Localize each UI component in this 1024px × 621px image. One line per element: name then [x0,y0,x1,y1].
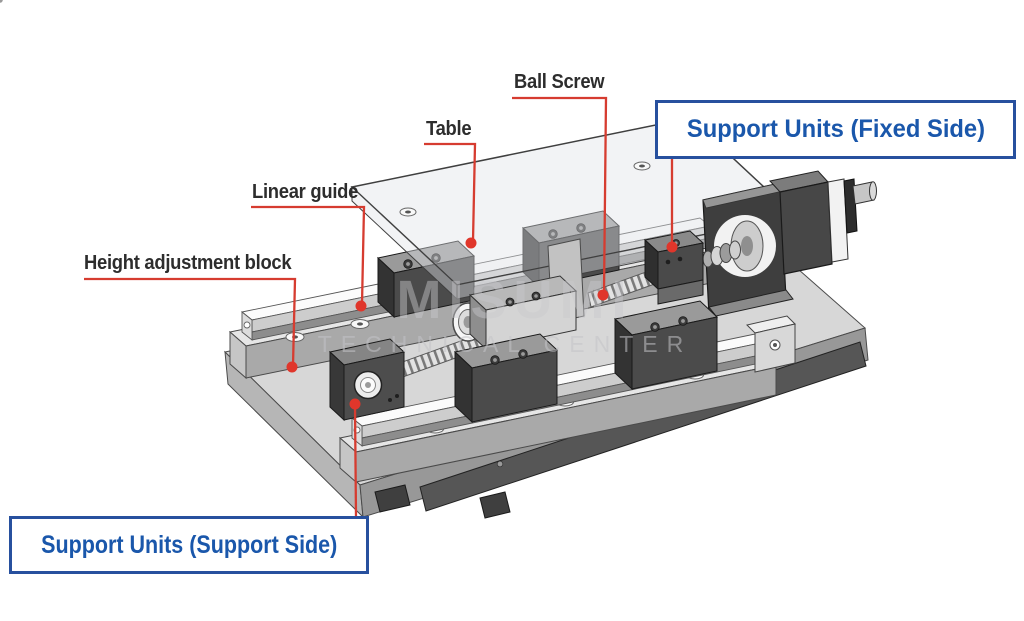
motor [769,170,877,275]
leader-table [424,142,477,242]
carriage-block-front-2 [613,300,719,391]
leader-height-adjustment-block [84,277,297,367]
watermark: MISUMI TECHNICAL CENTER [318,270,692,357]
watermark-line1: MISUMI [397,270,634,330]
leader-ball-screw [512,96,608,294]
carriage-block-front-1 [453,333,559,424]
carriage-block-rear-1 [376,240,476,319]
label-linear-guide: Linear guide [252,181,359,203]
dot-support-support [349,398,361,410]
label-table: Table [426,118,472,140]
leader-linear-guide [251,205,366,305]
callout-support-units-support-side-label: Support Units (Support Side) [40,530,338,559]
dot-table [465,237,477,249]
dot-ball-screw [597,289,609,301]
dot-height-adjustment-block [286,361,298,373]
callout-support-units-fixed-side-label: Support Units (Fixed Side) [686,115,985,143]
watermark-line2: TECHNICAL CENTER [318,331,692,357]
leader-dots [286,237,678,410]
leader-lines [84,96,674,518]
label-ball-screw: Ball Screw [514,71,605,93]
callout-support-units-support-side: Support Units (Support Side) [9,516,369,574]
label-height-adjustment-block: Height adjustment block [84,252,292,274]
rail-end-block [746,315,796,373]
leader-support-support [353,405,358,518]
dot-support-fixed [666,241,678,253]
support-unit-fixed-side [643,230,705,305]
dot-linear-guide [355,300,367,312]
coupling [702,240,741,268]
callout-support-units-fixed-side: Support Units (Fixed Side) [655,100,1016,159]
